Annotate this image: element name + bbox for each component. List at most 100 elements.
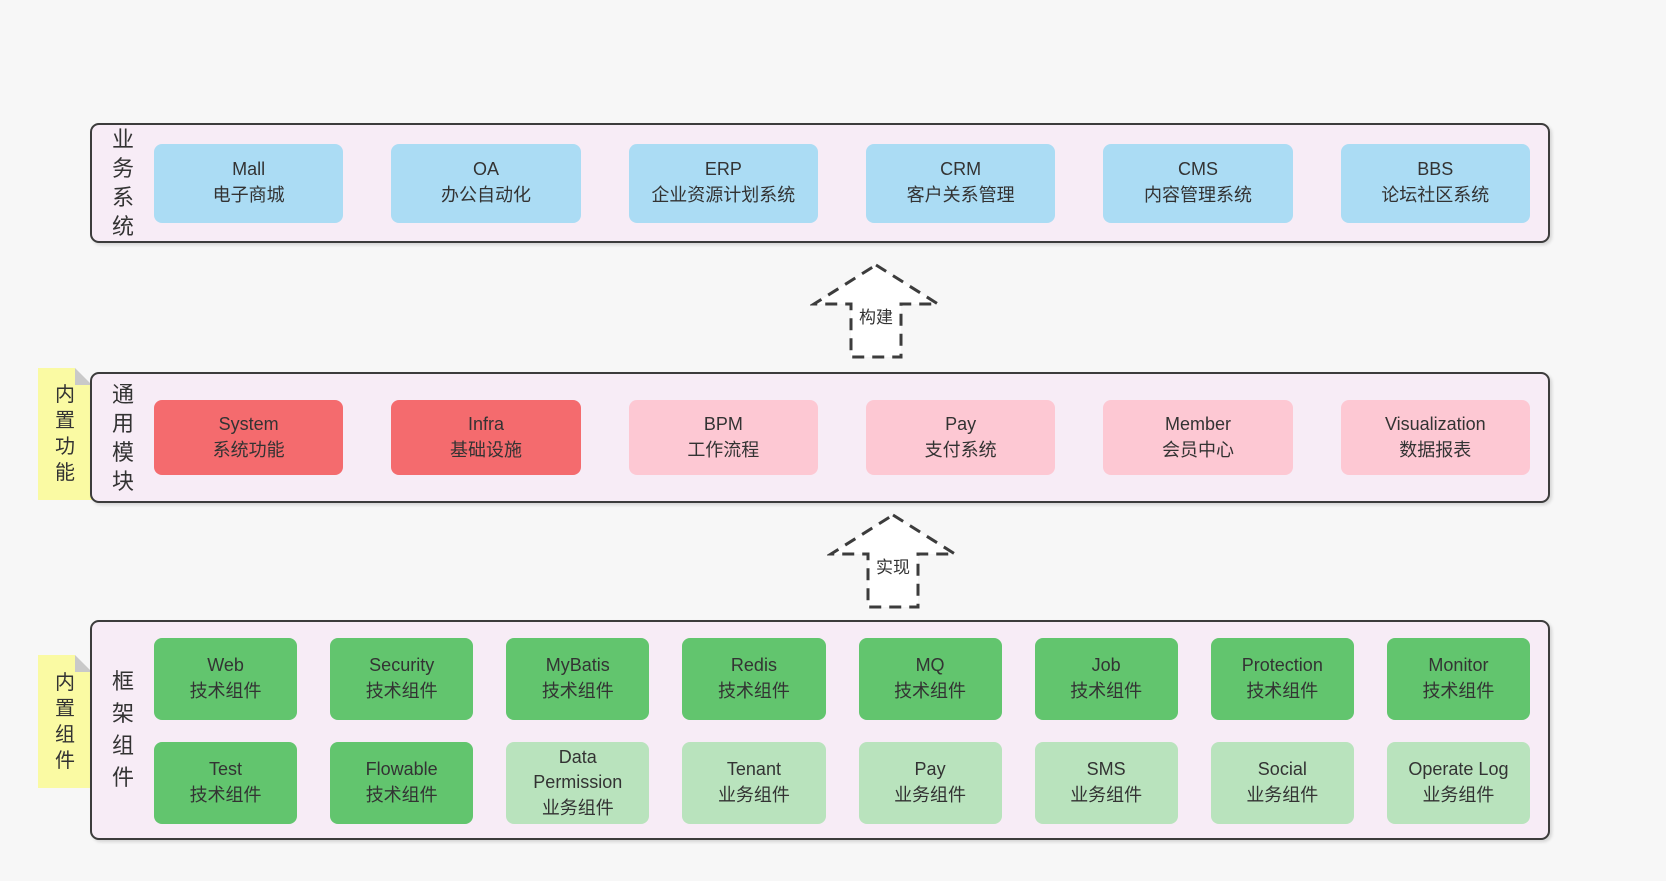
box-tenant: Tenant 业务组件: [682, 742, 826, 824]
box-name: Pay: [914, 759, 946, 780]
box-desc: 工作流程: [687, 439, 760, 460]
box-name: Job: [1091, 655, 1121, 676]
box-desc: 技术组件: [1422, 681, 1495, 701]
box-name: Pay: [945, 413, 977, 434]
box-social: Social 业务组件: [1210, 742, 1354, 824]
framework-row-1: Web 技术组件 Security 技术组件 MyBatis 技术组件 Redi…: [154, 638, 1530, 720]
box-desc: 技术组件: [717, 681, 790, 701]
box-desc: 技术组件: [189, 785, 262, 805]
box-desc: 业务组件: [1246, 785, 1319, 805]
box-name: BBS: [1417, 159, 1454, 180]
box-name: CRM: [940, 159, 982, 180]
framework-components-panel: 框架组件 Web 技术组件 Security 技术组件 MyBatis 技术组件…: [90, 620, 1550, 840]
box-desc: 企业资源计划系统: [651, 185, 796, 205]
common-modules-panel: 通用模块 System 系统功能 Infra 基础设施 BPM 工作流程 Pay…: [90, 372, 1550, 503]
business-boxes-row: Mall 电子商城 OA 办公自动化 ERP 企业资源计划系统 CRM 客户关系…: [154, 143, 1548, 223]
section-label-modules: 通用模块: [111, 381, 134, 494]
box-infra: Infra 基础设施: [391, 400, 581, 475]
box-mq: MQ 技术组件: [858, 638, 1002, 720]
box-name: SMS: [1086, 759, 1126, 780]
box-name: Flowable: [365, 759, 438, 780]
box-desc: 办公自动化: [440, 185, 531, 205]
box-desc: 论坛社区系统: [1381, 185, 1490, 205]
box-desc: 业务组件: [1422, 785, 1495, 805]
box-bbs: BBS 论坛社区系统: [1340, 143, 1530, 223]
box-desc: 技术组件: [1070, 681, 1143, 701]
modules-boxes-row: System 系统功能 Infra 基础设施 BPM 工作流程 Pay 支付系统…: [154, 400, 1548, 475]
box-bpm: BPM 工作流程: [628, 400, 818, 475]
sticky-note-text: 内置功能: [55, 384, 75, 484]
box-name: Security: [369, 655, 435, 676]
sticky-note-builtin-features: 内置功能: [38, 368, 92, 500]
box-protection: Protection 技术组件: [1210, 638, 1354, 720]
section-label-business: 业务系统: [111, 127, 134, 239]
box-desc: 技术组件: [365, 785, 438, 805]
box-name: Data Permission: [533, 746, 623, 793]
box-redis: Redis 技术组件: [682, 638, 826, 720]
box-name: Social: [1257, 759, 1307, 780]
box-name: Test: [209, 759, 243, 780]
business-systems-panel: 业务系统 Mall 电子商城 OA 办公自动化 ERP 企业资源计划系统 CRM…: [90, 123, 1550, 243]
box-oa: OA 办公自动化: [391, 143, 581, 223]
box-name: Infra: [467, 413, 504, 434]
box-erp: ERP 企业资源计划系统: [628, 143, 818, 223]
box-cms: CMS 内容管理系统: [1103, 143, 1293, 223]
box-name: ERP: [704, 159, 742, 180]
box-name: MQ: [915, 655, 945, 676]
box-pay-biz: Pay 业务组件: [858, 742, 1002, 824]
box-visualization: Visualization 数据报表: [1340, 400, 1530, 475]
box-desc: 技术组件: [365, 681, 438, 701]
folded-corner-icon: [75, 655, 92, 672]
box-desc: 技术组件: [189, 681, 262, 701]
box-name: Protection: [1241, 655, 1323, 676]
framework-row-2: Test 技术组件 Flowable 技术组件 Data Permission …: [154, 742, 1530, 824]
box-desc: 业务组件: [1070, 785, 1143, 805]
box-desc: 系统功能: [212, 439, 285, 460]
box-desc: 技术组件: [1246, 681, 1319, 701]
box-desc: 会员中心: [1161, 439, 1234, 460]
box-data-permission: Data Permission 业务组件: [506, 742, 650, 824]
box-member: Member 会员中心: [1103, 400, 1293, 475]
box-system: System 系统功能: [154, 400, 344, 475]
box-desc: 电子商城: [212, 185, 285, 205]
section-label-framework: 框架组件: [111, 669, 134, 790]
box-name: Visualization: [1384, 413, 1486, 434]
box-name: OA: [472, 159, 499, 180]
box-name: System: [218, 413, 279, 434]
build-arrow-label: 构建: [856, 303, 896, 328]
box-desc: 基础设施: [449, 439, 522, 460]
box-name: Mall: [232, 159, 266, 180]
box-desc: 内容管理系统: [1143, 185, 1252, 205]
build-arrow: 构建: [810, 262, 942, 360]
box-security: Security 技术组件: [330, 638, 474, 720]
box-name: Redis: [730, 655, 777, 676]
box-name: Tenant: [726, 759, 781, 780]
box-job: Job 技术组件: [1034, 638, 1178, 720]
box-flowable: Flowable 技术组件: [330, 742, 474, 824]
box-name: Web: [207, 655, 244, 676]
box-desc: 业务组件: [717, 785, 790, 805]
box-desc: 客户关系管理: [906, 185, 1015, 205]
box-name: Member: [1164, 413, 1231, 434]
folded-corner-icon: [75, 368, 92, 385]
box-operate-log: Operate Log 业务组件: [1386, 742, 1530, 824]
box-web: Web 技术组件: [154, 638, 298, 720]
box-desc: 支付系统: [924, 439, 997, 460]
box-name: CMS: [1177, 159, 1218, 180]
sticky-note-text: 内置组件: [55, 671, 75, 772]
box-name: Monitor: [1428, 655, 1489, 676]
box-mall: Mall 电子商城: [154, 143, 344, 223]
box-monitor: Monitor 技术组件: [1386, 638, 1530, 720]
box-desc: 技术组件: [541, 681, 614, 701]
implement-arrow: 实现: [827, 512, 959, 610]
box-name: Operate Log: [1408, 759, 1509, 780]
box-name: BPM: [703, 413, 743, 434]
box-sms: SMS 业务组件: [1034, 742, 1178, 824]
box-test: Test 技术组件: [154, 742, 298, 824]
box-desc: 业务组件: [894, 785, 967, 805]
box-desc: 业务组件: [541, 797, 614, 818]
box-pay: Pay 支付系统: [865, 400, 1056, 475]
box-mybatis: MyBatis 技术组件: [506, 638, 650, 720]
sticky-note-builtin-components: 内置组件: [38, 655, 92, 788]
